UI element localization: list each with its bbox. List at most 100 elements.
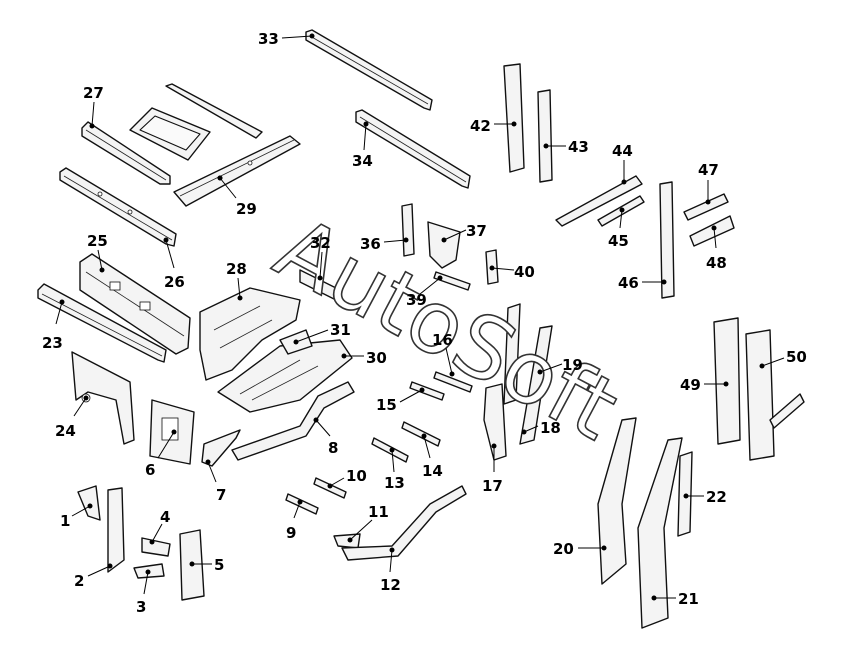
callout-3: 3	[136, 569, 151, 616]
callout-10: 10	[327, 467, 367, 489]
callout-43: 43	[543, 138, 589, 156]
part-43-pillar	[537, 89, 553, 183]
callout-number: 7	[216, 486, 226, 504]
callout-6: 6	[145, 429, 177, 479]
callout-number: 48	[706, 254, 727, 272]
part-50-pillar	[745, 329, 805, 461]
callout-number: 1	[60, 512, 70, 530]
part-2-pillar	[107, 487, 125, 573]
callout-50: 50	[759, 348, 807, 369]
callout-34: 34	[352, 121, 373, 170]
part-14-bar	[401, 421, 441, 447]
part-24-wheelhouse	[71, 351, 135, 445]
callout-number: 46	[618, 274, 639, 292]
callout-number: 37	[466, 222, 487, 240]
callout-1: 1	[60, 503, 93, 530]
callout-number: 33	[258, 30, 279, 48]
part-37-bracket	[427, 221, 461, 269]
callout-2: 2	[74, 563, 113, 590]
callout-12: 12	[380, 547, 401, 594]
callout-13: 13	[384, 447, 405, 492]
callout-33: 33	[258, 30, 315, 48]
callout-number: 5	[214, 556, 224, 574]
callout-number: 14	[422, 462, 443, 480]
callout-number: 29	[236, 200, 257, 218]
callout-9: 9	[286, 499, 303, 542]
callout-number: 11	[368, 503, 389, 521]
callout-number: 15	[376, 396, 397, 414]
part-39-bar	[433, 271, 471, 291]
callout-4: 4	[149, 508, 170, 545]
callout-number: 12	[380, 576, 401, 594]
callout-number: 44	[612, 142, 633, 160]
callout-30: 30	[341, 349, 387, 367]
callout-number: 26	[164, 273, 185, 291]
callout-32: 32	[310, 234, 331, 281]
callout-number: 4	[160, 508, 170, 526]
part-8-side-member	[231, 381, 355, 461]
part-20-pillar	[597, 417, 637, 585]
callout-number: 16	[432, 331, 453, 349]
part-49-pillar	[713, 317, 741, 445]
callout-19: 19	[537, 356, 583, 375]
part-32-support	[299, 269, 341, 301]
callout-number: 22	[706, 488, 727, 506]
callout-42: 42	[470, 117, 517, 135]
callout-8: 8	[313, 417, 338, 457]
callout-number: 18	[540, 419, 561, 437]
callout-number: 28	[226, 260, 247, 278]
callout-31: 31	[293, 321, 351, 345]
callout-number: 40	[514, 263, 535, 281]
callout-15: 15	[376, 387, 425, 414]
callout-number: 21	[678, 590, 699, 608]
part-21-pillar	[637, 437, 683, 629]
part-36-bracket	[401, 203, 415, 257]
callout-number: 30	[366, 349, 387, 367]
callout-27: 27	[83, 84, 104, 129]
part-46-pillar	[659, 181, 675, 299]
callout-25: 25	[87, 232, 108, 273]
callout-5: 5	[189, 556, 224, 574]
part-30-floor-rear	[217, 339, 353, 413]
callout-number: 23	[42, 334, 63, 352]
callout-number: 20	[553, 540, 574, 558]
callout-28: 28	[226, 260, 247, 301]
part-33-roof-rail	[305, 29, 433, 111]
part-44-rail	[555, 175, 643, 227]
callout-7: 7	[205, 459, 226, 504]
callout-number: 13	[384, 474, 405, 492]
callout-number: 43	[568, 138, 589, 156]
callout-number: 34	[352, 152, 373, 170]
part-17-pillar	[483, 303, 521, 461]
callout-24: 24	[55, 395, 89, 440]
callout-number: 17	[482, 477, 503, 495]
callout-18: 18	[521, 419, 561, 437]
part-27-rear-rail	[81, 121, 171, 185]
part-25-firewall	[79, 253, 191, 355]
part-4-clip	[141, 537, 171, 557]
callout-number: 2	[74, 572, 84, 590]
callout-17: 17	[482, 443, 503, 495]
callout-47: 47	[698, 161, 719, 205]
part-26-crossmember	[59, 167, 177, 247]
part-48-bar	[689, 215, 735, 247]
callout-number: 9	[286, 524, 296, 542]
part-29-header	[173, 135, 301, 207]
callout-48: 48	[706, 225, 727, 272]
callout-26: 26	[163, 237, 185, 291]
callout-20: 20	[553, 540, 607, 558]
callout-number: 32	[310, 234, 331, 252]
callout-number: 24	[55, 422, 76, 440]
callout-44: 44	[612, 142, 633, 185]
callout-16: 16	[432, 331, 455, 377]
callout-number: 47	[698, 161, 719, 179]
callout-number: 6	[145, 461, 155, 479]
callout-number: 25	[87, 232, 108, 250]
part-7-bracket	[201, 429, 241, 467]
callout-number: 50	[786, 348, 807, 366]
callout-23: 23	[42, 299, 65, 352]
part-9-bar	[285, 493, 319, 515]
callout-39: 39	[406, 275, 443, 309]
callout-46: 46	[618, 274, 667, 292]
